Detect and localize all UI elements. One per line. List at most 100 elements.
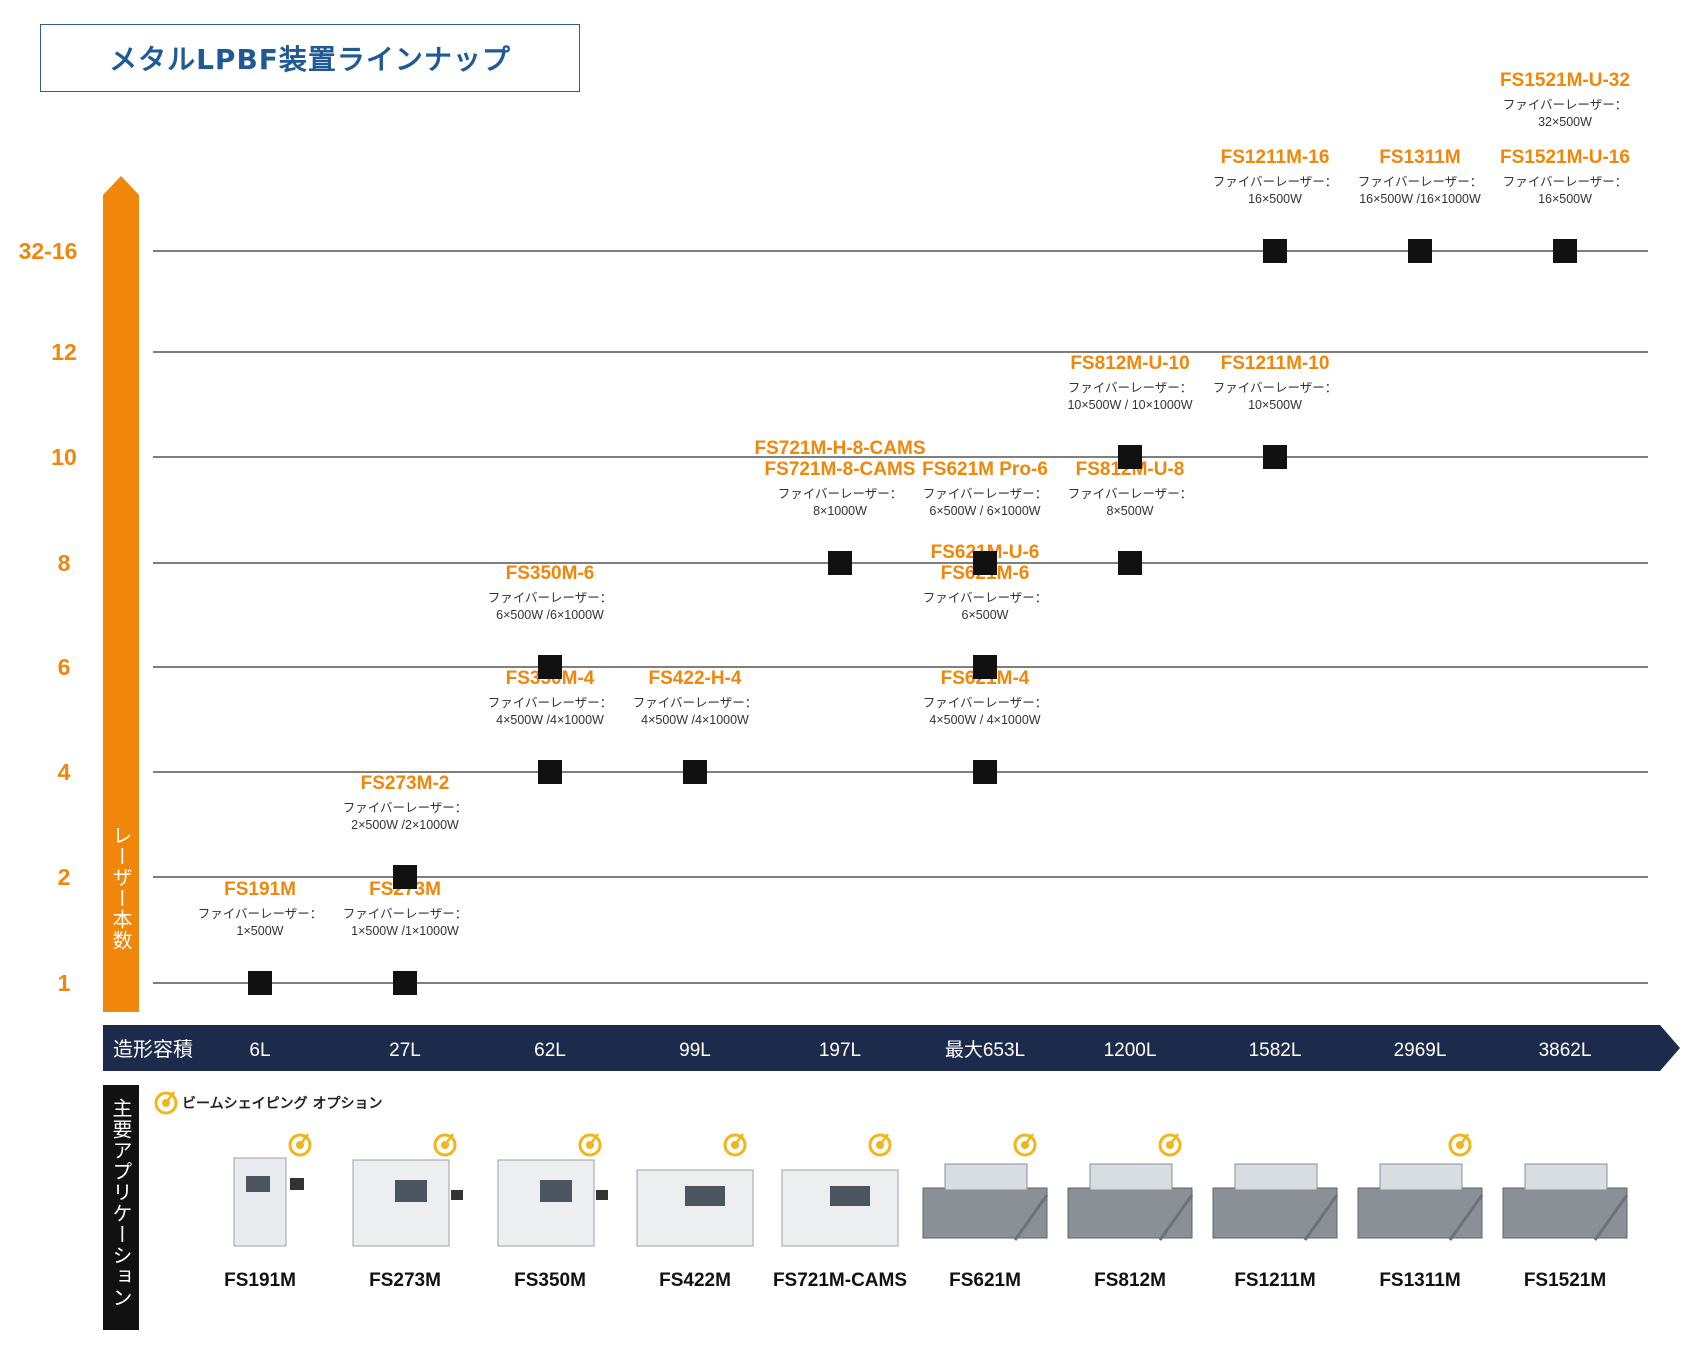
x-tick-label: 27L: [389, 1040, 421, 1061]
data-marker: [1263, 445, 1287, 469]
y-tick-label: 6: [58, 654, 71, 680]
spec-caption: ファイバーレーザー：: [1213, 380, 1338, 395]
model-name-label: FS1521M-U-32: [1500, 70, 1630, 91]
data-marker: [683, 760, 707, 784]
spec-caption: ファイバーレーザー：: [923, 695, 1048, 710]
spec-value: 16×500W /16×1000W: [1359, 192, 1481, 206]
data-marker: [973, 551, 997, 575]
machine-name: FS191M: [224, 1270, 296, 1291]
machine-body-icon: [233, 1157, 287, 1247]
data-marker: [828, 551, 852, 575]
spec-caption: ファイバーレーザー：: [1358, 174, 1483, 189]
x-tick-label: 99L: [679, 1040, 711, 1061]
x-tick-label: 197L: [819, 1040, 861, 1061]
machine-name: FS1311M: [1379, 1270, 1460, 1291]
beam-shaping-icon: [1158, 1133, 1182, 1157]
data-marker: [538, 655, 562, 679]
beam-shaping-icon-ray: [443, 1133, 455, 1146]
machine-upper-icon: [1234, 1163, 1318, 1191]
spec-caption: ファイバーレーザー：: [198, 906, 323, 921]
beam-shaping-icon: [723, 1133, 747, 1157]
machine-body-icon: [497, 1159, 595, 1247]
spec-value: 16×500W: [1538, 192, 1592, 206]
spec-value: 32×500W: [1538, 115, 1592, 129]
spec-value: 4×500W /4×1000W: [496, 713, 604, 727]
machine-window-icon: [246, 1176, 270, 1192]
machine-body-icon: [1067, 1187, 1193, 1239]
spec-value: 10×500W: [1248, 398, 1302, 412]
x-tick-label: 最大653L: [945, 1039, 1025, 1061]
data-marker: [1553, 239, 1577, 263]
application-bar: [103, 1085, 139, 1330]
spec-value: 6×500W /6×1000W: [496, 608, 604, 622]
beam-shaping-icon: [1448, 1133, 1472, 1157]
machine-window-icon: [830, 1186, 870, 1206]
spec-value: 6×500W: [962, 608, 1009, 622]
model-name-label: FS1211M-10: [1221, 353, 1330, 374]
x-tick-label: 1200L: [1104, 1040, 1157, 1061]
machine-body-icon: [1357, 1187, 1483, 1239]
beam-shaping-icon-ray: [588, 1133, 600, 1146]
model-name-label: FS350M-6: [506, 563, 595, 584]
x-tick-label: 3862L: [1539, 1040, 1592, 1061]
model-name-label: FS1311M: [1379, 147, 1460, 168]
data-marker: [1118, 551, 1142, 575]
spec-caption: ファイバーレーザー：: [1503, 174, 1628, 189]
data-marker: [1408, 239, 1432, 263]
spec-caption: ファイバーレーザー：: [1068, 380, 1193, 395]
data-marker: [1263, 239, 1287, 263]
beam-shaping-icon: [868, 1133, 892, 1157]
spec-value: 8×1000W: [813, 504, 867, 518]
machine-upper-icon: [1379, 1163, 1463, 1191]
beam-shaping-icon-ray: [1168, 1133, 1180, 1146]
spec-caption: ファイバーレーザー：: [778, 486, 903, 501]
machine-name: FS350M: [514, 1270, 586, 1291]
spec-value: 16×500W: [1248, 192, 1302, 206]
model-name-label: FS721M-H-8-CAMS: [754, 438, 925, 459]
machine-stair-icon: [1013, 1194, 1049, 1241]
y-tick-label: 10: [51, 444, 77, 470]
model-name-label: FS1521M-U-16: [1500, 147, 1630, 168]
y-tick-label: 4: [58, 759, 71, 785]
spec-value: 2×500W /2×1000W: [351, 818, 459, 832]
spec-value: 1×500W /1×1000W: [351, 924, 459, 938]
model-name-label: FS812M-U-10: [1070, 353, 1189, 374]
title-box: メタルLPBF装置ラインナップ: [40, 24, 580, 92]
data-marker: [393, 971, 417, 995]
beam-shaping-icon: [1013, 1133, 1037, 1157]
data-marker: [973, 760, 997, 784]
y-tick-label: 8: [58, 550, 71, 576]
machine-body-icon: [636, 1169, 754, 1247]
spec-caption: ファイバーレーザー：: [488, 695, 613, 710]
y-tick-label: 1: [58, 970, 71, 996]
x-axis-band: [103, 1025, 1680, 1071]
model-name-label: FS273M: [369, 879, 441, 900]
beam-shaping-icon-ray: [878, 1133, 890, 1146]
model-name-label: FS1211M-16: [1221, 147, 1330, 168]
spec-value: 8×500W: [1107, 504, 1154, 518]
application-label: 主要アプリケーション: [109, 1098, 133, 1308]
machine-monitor-icon: [290, 1178, 304, 1190]
spec-caption: ファイバーレーザー：: [343, 906, 468, 921]
machine-name: FS721M-CAMS: [773, 1270, 907, 1291]
y-axis-arrow: [103, 176, 139, 1012]
spec-caption: ファイバーレーザー：: [1213, 174, 1338, 189]
spec-value: 10×500W / 10×1000W: [1067, 398, 1192, 412]
model-name-label: FS273M-2: [361, 773, 450, 794]
y-tick-label: 2: [58, 864, 71, 890]
beam-shaping-icon: [288, 1133, 312, 1157]
machine-name: FS1211M: [1234, 1270, 1315, 1291]
machine-body-icon: [352, 1159, 450, 1247]
machine-upper-icon: [1524, 1163, 1608, 1191]
spec-value: 4×500W /4×1000W: [641, 713, 749, 727]
data-marker: [973, 655, 997, 679]
machine-body-icon: [1502, 1187, 1628, 1239]
machine-stair-icon: [1448, 1194, 1484, 1241]
spec-caption: ファイバーレーザー：: [923, 486, 1048, 501]
y-axis-label: レーザー本数: [109, 825, 133, 951]
model-name-label: FS191M: [224, 879, 296, 900]
beam-shaping-legend-label: ビームシェイピング オプション: [182, 1095, 382, 1112]
spec-caption: ファイバーレーザー：: [633, 695, 758, 710]
beam-shaping-icon: [578, 1133, 602, 1157]
